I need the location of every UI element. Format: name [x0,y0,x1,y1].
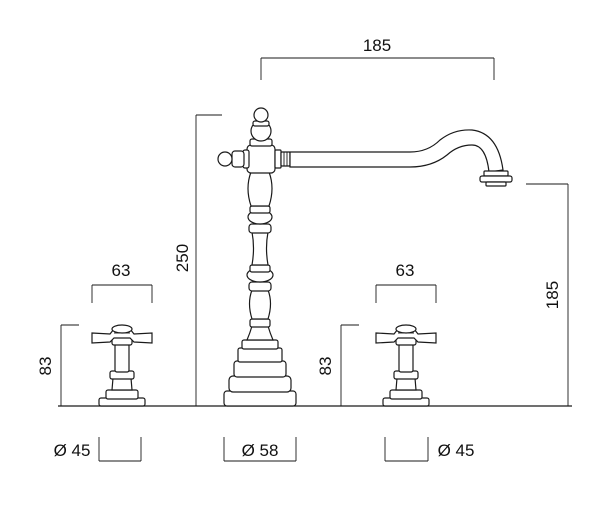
dimension-right-handle-width: 63 [375,261,437,303]
center-base-diameter-label: Ø 58 [242,441,279,460]
dimension-total-height: 250 [173,114,222,406]
right-base-diameter-label: Ø 45 [438,441,475,460]
dimension-left-handle-height: 83 [36,324,79,406]
left-handle-height-label: 83 [36,357,55,376]
center-spout-unit [217,107,513,407]
spout-height-label: 185 [543,281,562,309]
right-handle-height-label: 83 [316,357,335,376]
left-base-diameter-label: Ø 45 [54,441,91,460]
left-handle-valve [91,324,153,407]
total-height-label: 250 [173,244,192,272]
right-handle-width-label: 63 [396,261,415,280]
dimension-spout-reach: 185 [260,36,495,80]
spout-reach-label: 185 [363,36,391,55]
dimension-left-handle-width: 63 [91,261,153,303]
dimension-left-base-diameter: Ø 45 [54,437,142,462]
dimension-right-base-diameter: Ø 45 [384,437,475,462]
left-handle-width-label: 63 [112,261,131,280]
dimension-spout-height: 185 [526,183,569,406]
dimension-center-base-diameter: Ø 58 [223,437,297,462]
dimension-right-handle-height: 83 [316,324,359,406]
right-handle-valve [375,324,437,407]
